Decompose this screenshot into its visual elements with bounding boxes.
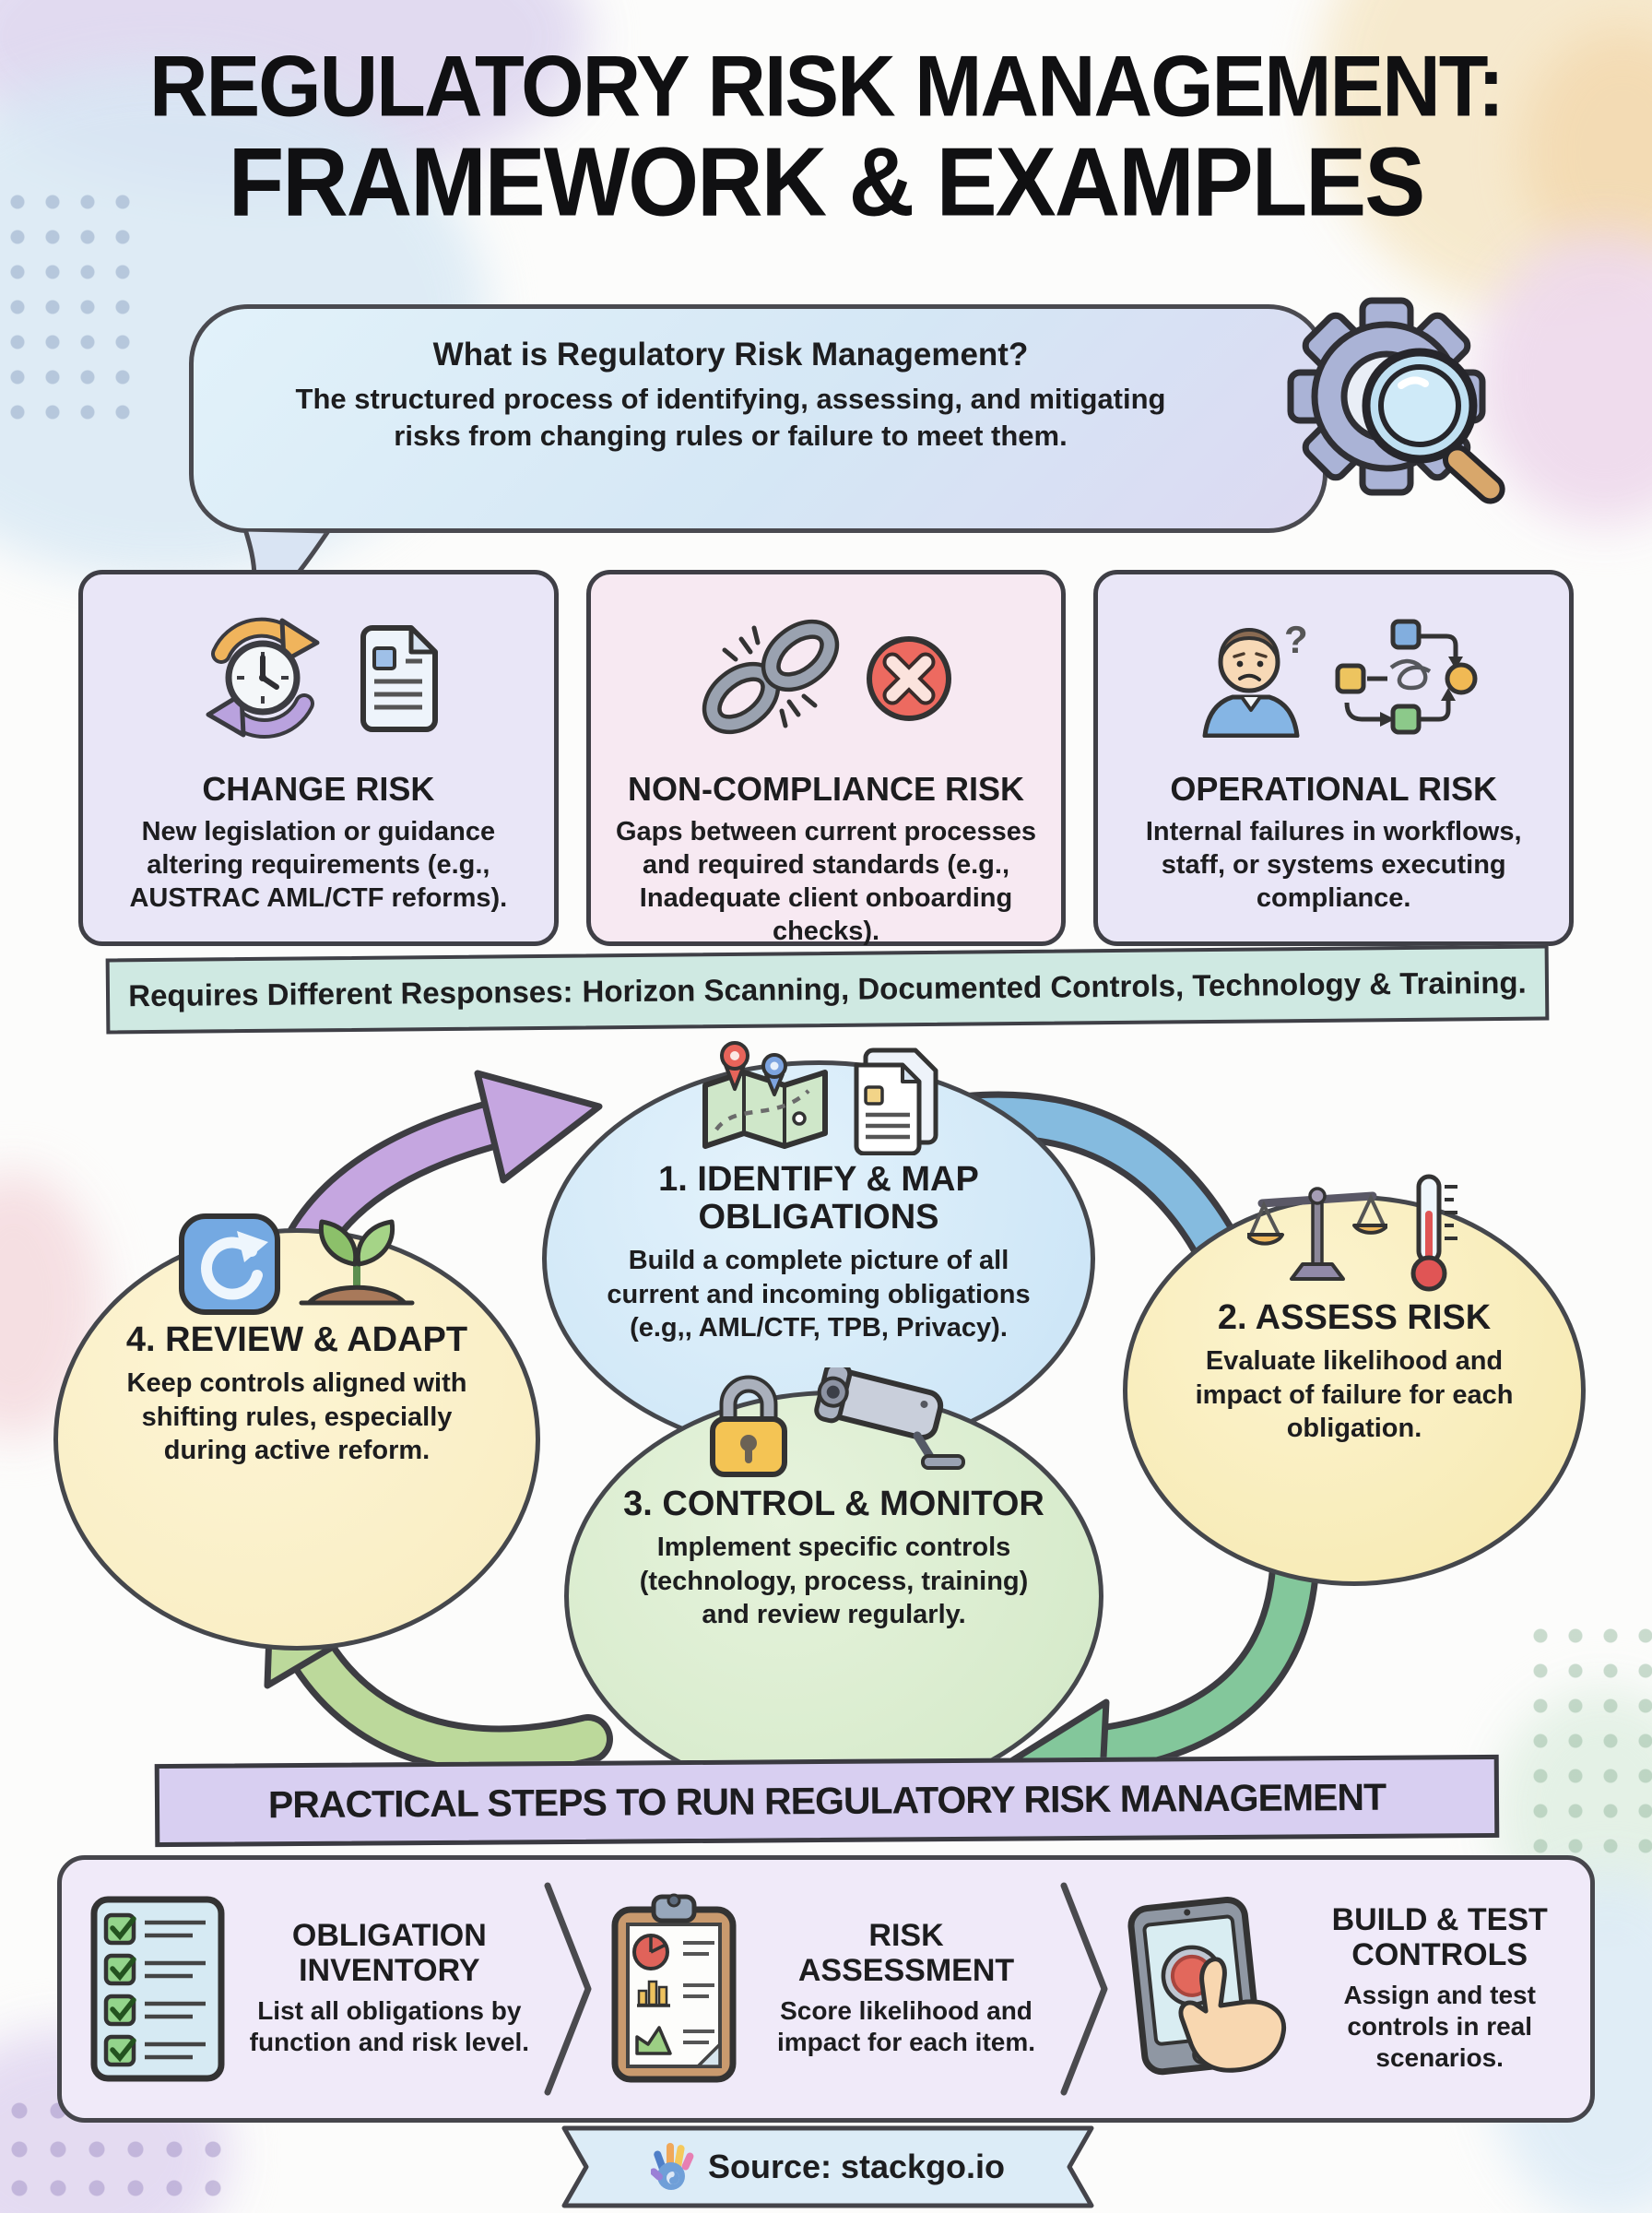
- practical-step-body: Assign and test controls in real scenari…: [1343, 1981, 1536, 2073]
- hand-logo-icon: [650, 2143, 694, 2190]
- sprout-icon: [299, 1219, 415, 1306]
- svg-text:?: ?: [1284, 620, 1308, 661]
- practical-step-title: BUILD & TEST CONTROLS: [1331, 1902, 1548, 1972]
- card-title: NON-COMPLIANCE RISK: [628, 770, 1024, 808]
- dot-pattern-left: [0, 184, 143, 438]
- page-title: REGULATORY RISK MANAGEMENT: FRAMEWORK & …: [0, 41, 1652, 232]
- card-operational-risk: ? OPERATIONAL RISK Int: [1093, 570, 1575, 946]
- practical-steps-card: OBLIGATION INVENTORY List all obligation…: [57, 1855, 1595, 2123]
- intro-speech-bubble: What is Regulatory Risk Management? The …: [189, 304, 1328, 533]
- checklist-icon: [90, 1896, 225, 2082]
- practical-step-build-test-controls: BUILD & TEST CONTROLS Assign and test co…: [1112, 1893, 1574, 2085]
- responses-banner: Requires Different Responses: Horizon Sc…: [105, 944, 1550, 1035]
- card-title: OPERATIONAL RISK: [1170, 770, 1498, 808]
- card-title: CHANGE RISK: [202, 770, 435, 808]
- cycle-step-title: 3. CONTROL & MONITOR: [623, 1485, 1044, 1523]
- clipboard-charts-icon: [611, 1893, 737, 2083]
- practical-step-title: RISK ASSESSMENT: [797, 1918, 1015, 1988]
- card-change-risk: CHANGE RISK New legislation or guidance …: [78, 570, 559, 946]
- padlock-icon: [709, 1375, 787, 1477]
- cycle-step-title: 2. ASSESS RISK: [1217, 1298, 1492, 1337]
- card-body: Internal failures in workflows, staff, o…: [1145, 817, 1522, 913]
- page-title-line1: REGULATORY RISK MANAGEMENT:: [148, 36, 1504, 135]
- gear-magnifier-icon: [1287, 297, 1505, 504]
- map-pins-icon: [702, 1041, 828, 1149]
- responses-banner-lead: Requires Different Responses:: [128, 974, 573, 1013]
- dot-pattern-right-green: [1523, 1618, 1652, 1867]
- x-circle-icon: [867, 636, 951, 721]
- card-body: New legislation or guidance altering req…: [129, 817, 508, 913]
- cycle-step-assess: 2. ASSESS RISK Evaluate likelihood and i…: [1123, 1174, 1586, 1586]
- risk-cards-row: CHANGE RISK New legislation or guidance …: [78, 570, 1575, 946]
- cycle-step-body: Evaluate likelihood and impact of failur…: [1195, 1346, 1514, 1444]
- cycle-step-control: 3. CONTROL & MONITOR Implement specific …: [564, 1367, 1103, 1802]
- practical-step-risk-assessment: RISK ASSESSMENT Score likelihood and imp…: [596, 1891, 1057, 2087]
- practical-step-body: Score likelihood and impact for each ite…: [776, 1996, 1036, 2057]
- confused-person-icon: ?: [1202, 620, 1308, 738]
- cctv-camera-icon: [813, 1367, 965, 1470]
- source-text: Source: stackgo.io: [707, 2148, 1006, 2185]
- tablet-touch-icon: [1127, 1896, 1287, 2076]
- documents-icon: [854, 1047, 938, 1155]
- cycle-step-body: Build a complete picture of all current …: [607, 1246, 1031, 1343]
- cycle-step-review: 4. REVIEW & ADAPT Keep controls aligned …: [53, 1213, 540, 1651]
- page-title-line2: FRAMEWORK & EXAMPLES: [228, 125, 1426, 236]
- chevron-separator-icon: [1060, 1882, 1108, 2096]
- cycle-step-body: Keep controls aligned with shifting rule…: [126, 1368, 467, 1466]
- cycle-step-body: Implement specific controls (technology,…: [639, 1533, 1029, 1630]
- thermometer-icon: [1410, 1174, 1457, 1292]
- practical-step-obligation-inventory: OBLIGATION INVENTORY List all obligation…: [78, 1893, 540, 2085]
- cycle-step-title: 1. IDENTIFY & MAP OBLIGATIONS: [658, 1160, 979, 1237]
- responses-banner-rest: Horizon Scanning, Documented Controls, T…: [582, 964, 1527, 1009]
- clock-refresh-icon: [206, 617, 320, 739]
- broken-chain-icon: [702, 619, 840, 735]
- intro-body: The structured process of identifying, a…: [295, 383, 1166, 453]
- document-icon: [360, 625, 439, 732]
- intro-heading: What is Regulatory Risk Management?: [432, 337, 1029, 373]
- flowchart-icon: [1335, 619, 1478, 735]
- balance-scale-icon: [1247, 1187, 1387, 1281]
- cycle-step-title: 4. REVIEW & ADAPT: [125, 1320, 468, 1359]
- card-noncompliance-risk: NON-COMPLIANCE RISK Gaps between current…: [585, 570, 1067, 946]
- refresh-icon: [179, 1213, 280, 1315]
- practical-steps-banner: PRACTICAL STEPS TO RUN REGULATORY RISK M…: [154, 1754, 1500, 1848]
- practical-step-body: List all obligations by function and ris…: [249, 1996, 530, 2057]
- card-body: Gaps between current processes and requi…: [615, 817, 1037, 946]
- cycle-step-identify: 1. IDENTIFY & MAP OBLIGATIONS Build a co…: [542, 1041, 1095, 1457]
- source-ribbon: Source: stackgo.io: [551, 2123, 1104, 2211]
- source-ribbon-shape: [561, 2125, 1094, 2208]
- chevron-separator-icon: [544, 1882, 592, 2096]
- practical-step-title: OBLIGATION INVENTORY: [291, 1918, 487, 1988]
